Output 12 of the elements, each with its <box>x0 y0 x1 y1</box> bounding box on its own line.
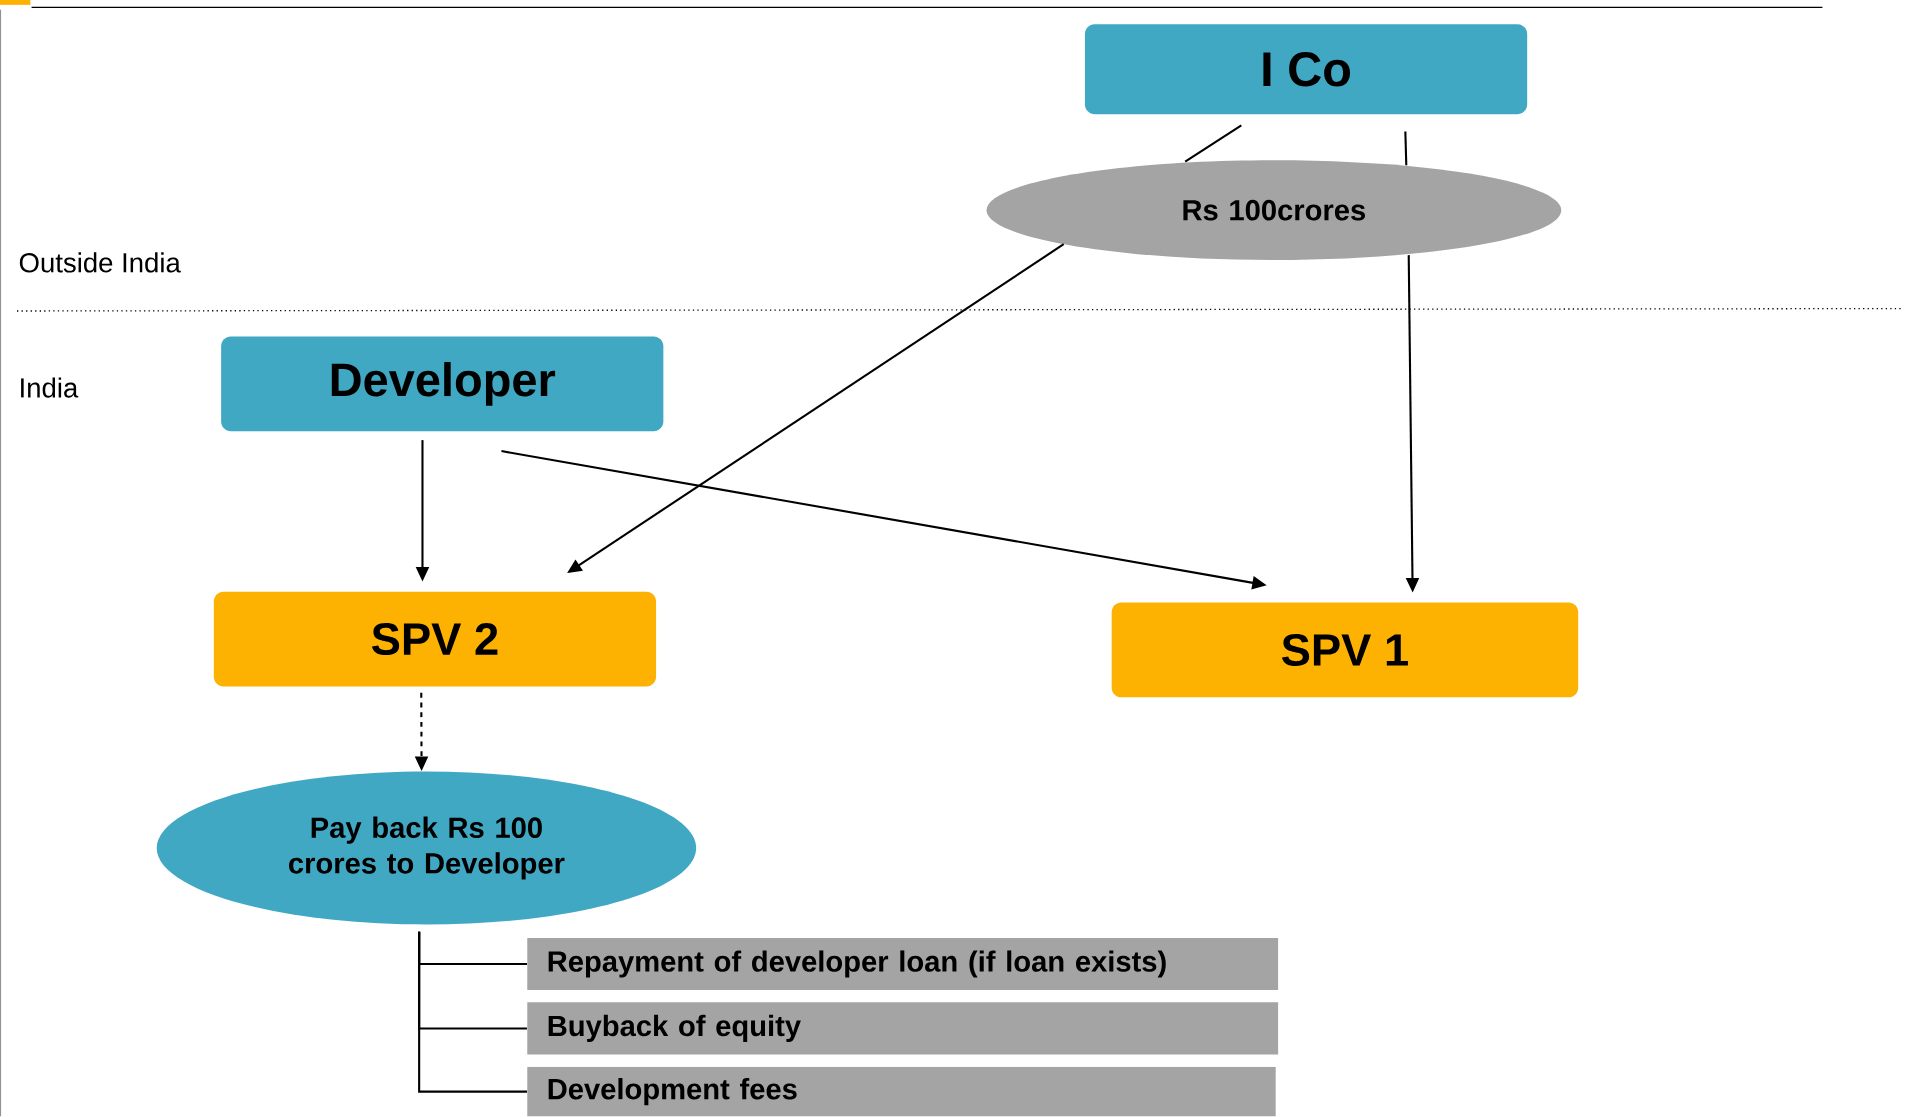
region-label: India <box>21 377 79 398</box>
entity-box: Developer <box>221 336 664 432</box>
connector-line <box>1184 124 1242 163</box>
entity-box: SPV 1 <box>1111 602 1579 698</box>
connector-line <box>1404 131 1408 166</box>
entity-box: SPV 2 <box>213 591 657 687</box>
option-bar: Repayment of developer loan (if loan exists) <box>527 938 1279 991</box>
option-bar: Buyback of equity <box>527 1002 1279 1055</box>
connector-line <box>418 932 527 1093</box>
entity-box: I Co <box>1084 24 1528 115</box>
region-label: Outside India <box>19 252 181 273</box>
option-bar: Development fees <box>527 1066 1276 1117</box>
